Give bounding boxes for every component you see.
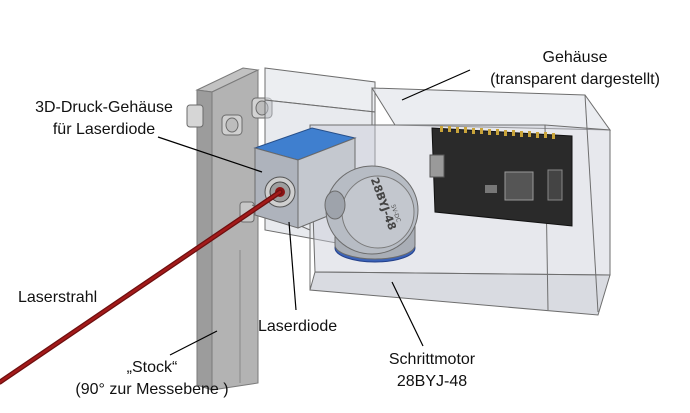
label-laserstrahl: Laserstrahl <box>18 289 98 306</box>
label-gehaeuse-line1: Gehäuse <box>542 49 608 66</box>
laser-beam <box>0 189 283 385</box>
leader-gehaeuse <box>401 69 471 101</box>
label-stock-line2: (90° zur Messebene ) <box>75 381 229 398</box>
stock-post <box>195 67 260 391</box>
stepper-motor: 28BYJ-48 5V-DC <box>324 165 419 263</box>
label-druck-line1: 3D-Druck-Gehäuse <box>35 99 173 116</box>
label-stock-line1: „Stock“ <box>126 359 178 376</box>
leader-stock <box>169 330 218 356</box>
label-stock: „Stock“ (90° zur Messebene ) <box>62 357 242 401</box>
leader-lines <box>157 69 471 356</box>
leader-laserdiode <box>288 221 297 311</box>
label-gehaeuse: Gehäuse (transparent dargestellt) <box>475 47 675 91</box>
label-schrittmotor: Schrittmotor 28BYJ-48 <box>372 349 492 393</box>
pcb-board <box>429 126 573 227</box>
label-motor-line2: 28BYJ-48 <box>396 373 468 390</box>
label-motor-line1: Schrittmotor <box>388 351 476 368</box>
label-gehaeuse-line2: (transparent dargestellt) <box>490 71 660 88</box>
label-druck-line2: für Laserdiode <box>52 121 156 138</box>
label-3d-druck-gehaeuse: 3D-Druck-Gehäuse für Laserdiode <box>18 97 190 141</box>
label-laserdiode: Laserdiode <box>258 318 338 335</box>
leader-motor <box>391 281 424 347</box>
leader-druck <box>157 136 263 173</box>
